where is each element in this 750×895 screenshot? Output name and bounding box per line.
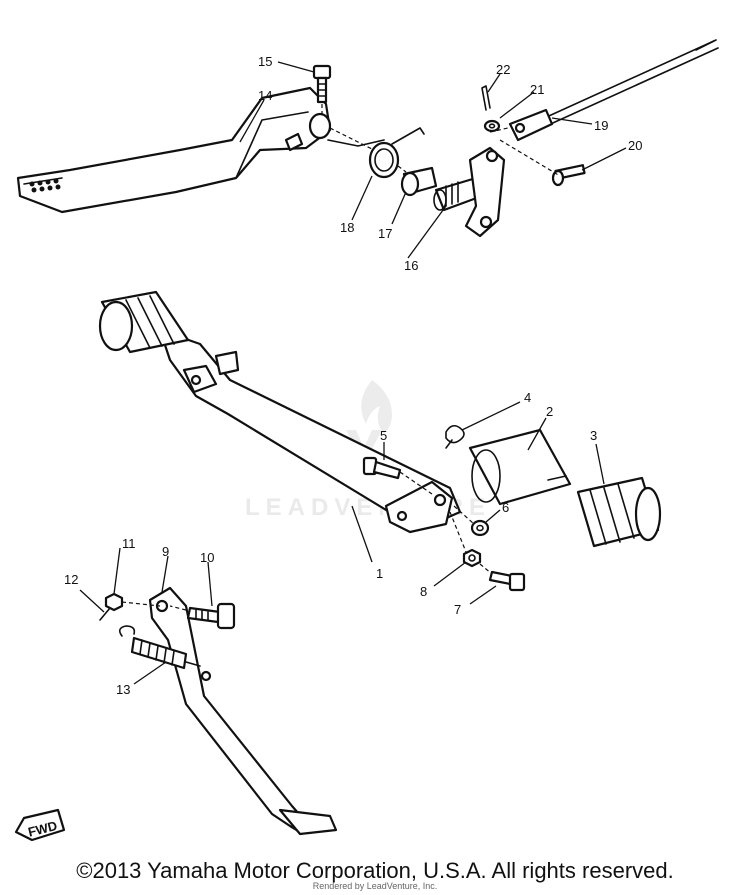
callout-19: 19: [594, 118, 608, 133]
callout-13: 13: [116, 682, 130, 697]
callout-11: 11: [122, 536, 136, 551]
callout-4: 4: [524, 390, 531, 405]
brake-pedal: [16, 86, 332, 214]
alignment-lines: [121, 104, 561, 611]
pedal-tread: [29, 178, 61, 193]
callout-16: 16: [404, 258, 418, 273]
copyright-notice: ©2013 Yamaha Motor Corporation, U.S.A. A…: [76, 858, 674, 883]
callout-22: 22: [496, 62, 510, 77]
nut-11: [104, 592, 124, 612]
bolt-10: [186, 602, 236, 630]
footrest-rubber-left: [98, 290, 190, 354]
callout-14: 14: [258, 88, 272, 103]
brake-shaft-16: [433, 146, 506, 238]
callout-15: 15: [258, 54, 272, 69]
callout-6: 6: [502, 500, 509, 515]
callout-10: 10: [200, 550, 214, 565]
callout-18: 18: [340, 220, 354, 235]
cotter-pin-12: [99, 607, 111, 621]
footrest-bar-1: [158, 328, 462, 534]
side-stand-spring-13: [118, 625, 201, 670]
callout-12: 12: [64, 572, 78, 587]
footrest-rubber-3: [576, 476, 662, 548]
return-spring-18: [327, 127, 425, 179]
callout-9: 9: [162, 544, 169, 559]
callout-21: 21: [530, 82, 544, 97]
callout-7: 7: [454, 602, 461, 617]
collar-17: [400, 166, 438, 197]
pin-20: [551, 164, 586, 187]
callout-8: 8: [420, 584, 427, 599]
callout-20: 20: [628, 138, 642, 153]
nut-8: [462, 548, 482, 568]
callout-5: 5: [380, 428, 387, 443]
rendered-by-note: Rendered by LeadVenture, Inc.: [312, 881, 438, 891]
footrest-shaft-2: [468, 428, 572, 506]
bolt-5: [362, 456, 402, 480]
fwd-arrow: FWD: [14, 808, 66, 842]
fwd-label: FWD: [26, 818, 58, 840]
callout-2: 2: [546, 404, 553, 419]
spring-4: [445, 424, 465, 449]
callout-labels: 1 2 3 4 5 6 7 8 9 10 11 12 13 14 15 16 1…: [64, 54, 642, 697]
callout-1: 1: [376, 566, 383, 581]
callout-3: 3: [590, 428, 597, 443]
brake-rod-19: [508, 39, 719, 142]
bolt-7: [488, 570, 526, 592]
callout-17: 17: [378, 226, 392, 241]
side-stand-9: [148, 586, 338, 836]
washer-21: [483, 119, 501, 133]
callout-leaders: [79, 61, 627, 685]
cotter-pin-22: [481, 85, 491, 111]
washer-6: [470, 519, 490, 537]
